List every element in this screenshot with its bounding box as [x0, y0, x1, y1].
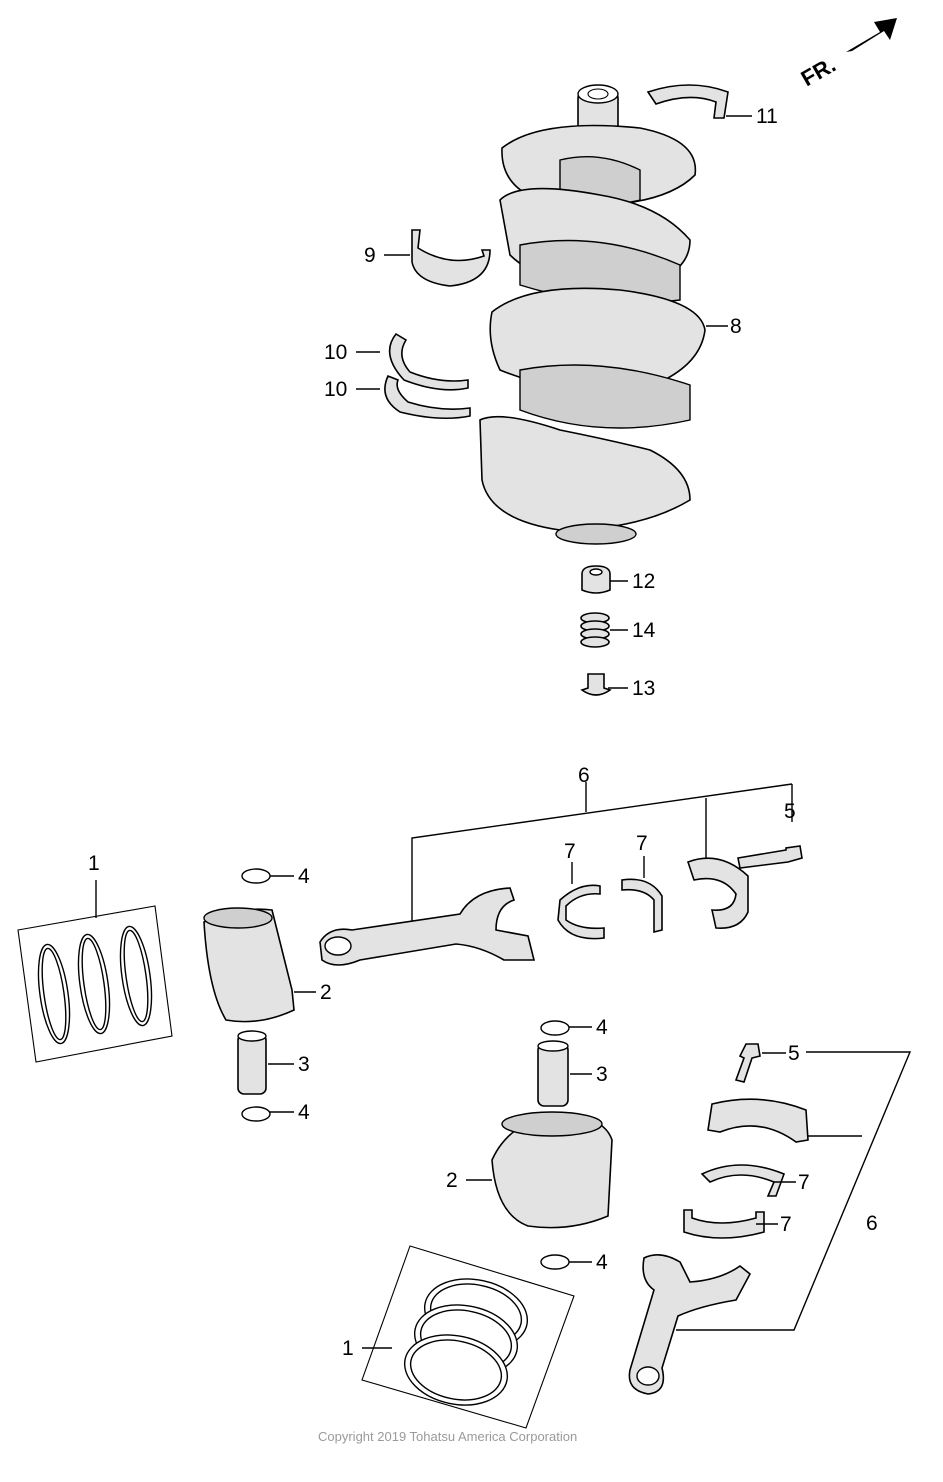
crank-journal-3	[519, 364, 691, 429]
callout-4a-left: 4	[298, 865, 310, 888]
rod-bearing-7b-left	[621, 878, 663, 934]
callout-10a: 10	[324, 341, 347, 364]
callout-5-right: 5	[788, 1042, 800, 1065]
callout-12: 12	[632, 570, 655, 593]
copyright-text: Copyright 2019 Tohatsu America Corporati…	[318, 1429, 577, 1444]
callout-6-right: 6	[866, 1212, 878, 1235]
callout-14: 14	[632, 619, 656, 642]
thrust-washer-10a	[388, 332, 469, 391]
callout-2-right: 2	[446, 1169, 458, 1192]
clip-4-top-left	[241, 868, 271, 884]
front-direction-marker: FR.	[797, 18, 897, 91]
rod-cap-left	[686, 857, 749, 929]
rod-bearing-7a-right	[700, 1164, 786, 1197]
callout-10b: 10	[324, 378, 347, 401]
piston-pin-3-left	[237, 1033, 267, 1095]
clip-4-top-right	[540, 1020, 570, 1036]
crank-web-4	[479, 415, 691, 531]
callout-9: 9	[364, 244, 376, 267]
clip-4-bottom-right	[540, 1254, 570, 1270]
clip-4-bottom-left	[241, 1106, 271, 1122]
piston-pin-3-right	[537, 1043, 569, 1107]
thrust-washer-10b	[384, 374, 471, 420]
callout-3-right: 3	[596, 1063, 608, 1086]
thrust-bearing-upper-11	[646, 84, 729, 119]
callout-3-left: 3	[298, 1053, 310, 1076]
callout-4b-left: 4	[298, 1101, 310, 1124]
callout-1-left: 1	[88, 852, 100, 875]
connecting-rod-right	[628, 1254, 752, 1395]
callout-6-left: 6	[578, 764, 590, 787]
rod-bolt-5-left	[737, 845, 803, 869]
callout-1-right: 1	[342, 1337, 354, 1360]
callout-7a-right: 7	[798, 1171, 810, 1194]
callout-4b-right: 4	[596, 1251, 608, 1274]
rod-bolt-5-right	[734, 1043, 761, 1083]
ring-box-left	[17, 905, 173, 1063]
main-bearing-9	[411, 229, 491, 287]
fr-label: FR.	[797, 52, 840, 91]
callout-4a-right: 4	[596, 1016, 608, 1039]
callout-7b-left: 7	[636, 832, 648, 855]
callout-8: 8	[730, 315, 742, 338]
callout-5-left: 5	[784, 800, 796, 823]
pilot-bushing-12	[581, 565, 611, 594]
ring-box-right	[361, 1245, 575, 1429]
piston-rod-group-left: 6 5 7 7 1 4 2	[17, 764, 803, 1124]
spring-14	[580, 612, 610, 648]
rod-cap-right	[707, 1098, 809, 1143]
rod-bearing-7b-right	[683, 1209, 765, 1239]
crank-web-3	[489, 287, 706, 392]
arrow-icon	[846, 18, 897, 52]
callout-2-left: 2	[320, 981, 332, 1004]
rod-bearing-7a-left	[557, 884, 605, 940]
callout-13: 13	[632, 677, 655, 700]
connecting-rod-left	[319, 887, 536, 966]
crankshaft-group: 11 8 9 10 10 12	[324, 84, 778, 700]
callout-7a-left: 7	[564, 840, 576, 863]
plug-13	[580, 673, 612, 696]
piston-rod-group-right: 4 3 2 4 1 6 5	[342, 1016, 912, 1429]
callout-7b-right: 7	[780, 1213, 792, 1236]
callout-11: 11	[756, 105, 778, 128]
